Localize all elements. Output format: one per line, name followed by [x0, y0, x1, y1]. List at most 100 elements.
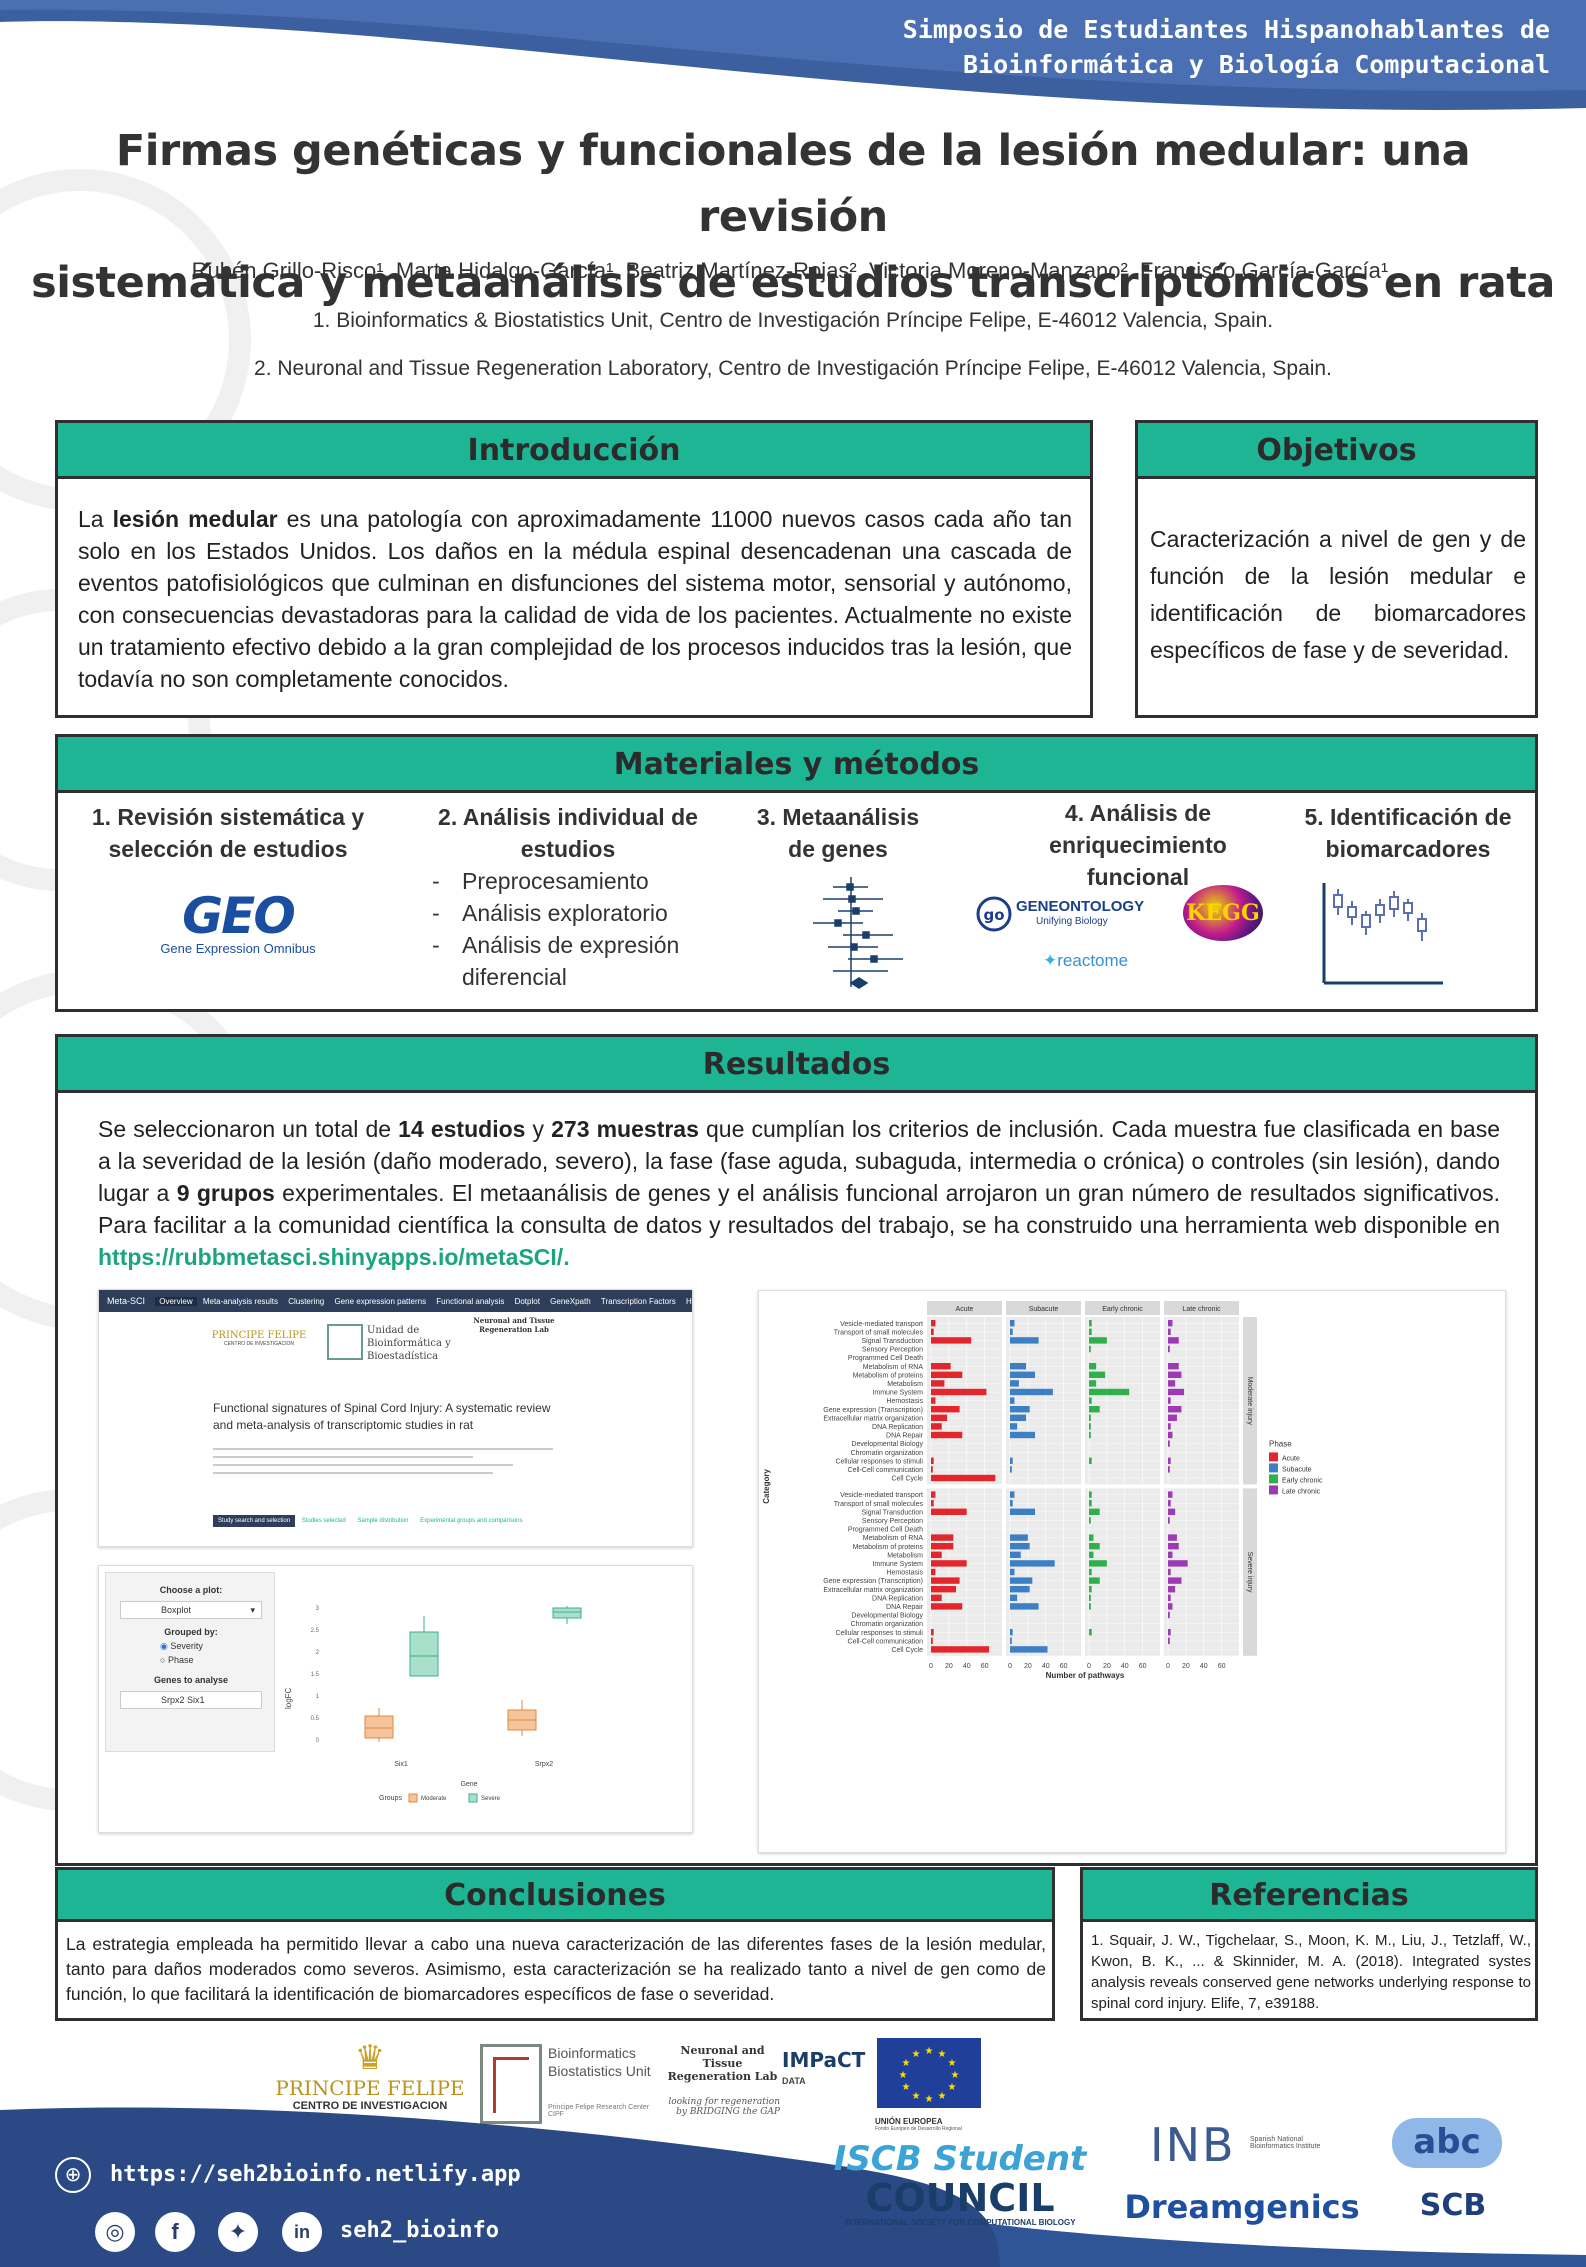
method-substep: Análisis de expresión diferencial [428, 929, 728, 993]
results-text-1: Se seleccionaron un total de [98, 1116, 399, 1142]
webapp-nav-item[interactable]: Overview [155, 1297, 197, 1306]
results-text: Se seleccionaron un total de 14 estudios… [98, 1113, 1500, 1273]
x-tick-label: 40 [963, 1663, 971, 1670]
bar [1089, 1380, 1097, 1387]
bar [1168, 1517, 1170, 1524]
conclusions-panel: Conclusiones La estrategia empleada ha p… [55, 1867, 1055, 2021]
bar [1168, 1423, 1171, 1430]
bar [1168, 1611, 1170, 1619]
webapp-nav-item[interactable]: Help [685, 1297, 692, 1306]
linkedin-icon[interactable]: in [282, 2212, 322, 2252]
boxplot-ytick: 1.5 [311, 1672, 320, 1678]
facet-label: Early chronic [1102, 1306, 1143, 1313]
bar [931, 1534, 954, 1541]
symposium-name: Simposio de Estudiantes Hispanohablantes… [790, 12, 1550, 82]
bar [931, 1603, 963, 1610]
webapp-nav-item[interactable]: Dotplot [514, 1297, 540, 1306]
bar [931, 1388, 987, 1396]
inb-logo: INB Spanish National Bioinformatics Inst… [1150, 2118, 1340, 2178]
webapp-tab[interactable]: Experimental groups and comparisons [420, 1518, 523, 1524]
bar [1010, 1500, 1013, 1507]
facet-row-label: Moderate injury [1246, 1377, 1253, 1426]
y-axis-label: Category [762, 1469, 771, 1504]
bar [931, 1431, 963, 1439]
bar [931, 1328, 934, 1335]
affiliation-2: 2. Neuronal and Tissue Regeneration Labo… [254, 357, 1332, 380]
impact-logo: IMPaCT DATA [782, 2048, 865, 2118]
cipf-logo-subtitle: CENTRO DE INVESTIGACION [292, 2100, 448, 2112]
svg-text:★: ★ [912, 2049, 921, 2060]
category-label: Metabolism of RNA [863, 1535, 924, 1542]
svg-text:★: ★ [925, 2046, 934, 2057]
webapp-nav-item[interactable]: Transcription Factors [600, 1297, 676, 1306]
instagram-icon[interactable]: ◎ [95, 2212, 135, 2252]
svg-text:★: ★ [948, 2082, 957, 2093]
webapp-nav-item[interactable]: Gene expression patterns [334, 1297, 427, 1306]
intro-text-pre: La [78, 506, 113, 532]
webapp-nav-item[interactable]: Meta-analysis results [202, 1297, 278, 1306]
category-label: Cell-Cell communication [848, 1638, 924, 1645]
geo-logo-text: GEO [182, 887, 296, 945]
gene-ontology-subtitle: Unifying Biology [1036, 916, 1108, 927]
bar [1010, 1603, 1039, 1610]
category-label: Developmental Biology [851, 1441, 923, 1448]
bar [1010, 1414, 1027, 1421]
category-label: Programmed Cell Death [848, 1527, 923, 1534]
svg-text:★: ★ [925, 2094, 934, 2105]
radio-phase[interactable]: ○ Phase [160, 1655, 193, 1665]
bar [1168, 1603, 1173, 1610]
methods-heading: Materiales y métodos [58, 737, 1535, 793]
webapp-nav-item[interactable]: Clustering [288, 1297, 325, 1306]
x-tick-label: 0 [929, 1663, 933, 1670]
radio-severity[interactable]: ◉ Severity [160, 1641, 203, 1652]
webapp-tab[interactable]: Studies selected [301, 1518, 346, 1524]
bar [931, 1568, 936, 1576]
bar [1010, 1457, 1013, 1464]
bar [1010, 1363, 1027, 1370]
social-handle[interactable]: seh2_bioinfo [340, 2218, 499, 2243]
svg-text:★: ★ [948, 2058, 957, 2069]
category-label: Metabolism [887, 1381, 923, 1388]
legend-label: Early chronic [1282, 1477, 1323, 1484]
bar [1168, 1345, 1170, 1353]
intro-panel: Introducción La lesión medular es una pa… [55, 420, 1093, 718]
bar [1089, 1363, 1097, 1370]
bar [1010, 1586, 1030, 1593]
webapp-tab[interactable]: Sample distribution [357, 1518, 409, 1524]
bar [1168, 1586, 1176, 1593]
boxplot-ytick: 1 [316, 1694, 320, 1700]
webapp-nav-item[interactable]: Functional analysis [436, 1297, 505, 1306]
boxplot-app-screenshot: Choose a plot: Boxplot▾ Grouped by: ◉ Se… [98, 1565, 693, 1833]
scb-logo: SCB Societat Catalana de Biologia [1398, 2188, 1508, 2248]
webapp-nav-item[interactable]: GeneXpath [550, 1297, 591, 1306]
intro-text: La lesión medular es una patología con a… [78, 503, 1072, 695]
web-tool-link[interactable]: https://rubbmetasci.shinyapps.io/metaSCI… [98, 1244, 570, 1270]
category-label: Vesicle-mediated transport [840, 1492, 923, 1499]
ntr-lab-logo: Neuronal and Tissue Regeneration Lab loo… [665, 2044, 780, 2134]
bar [1089, 1423, 1091, 1430]
bar [1168, 1406, 1182, 1413]
method-substep: Preprocesamiento [428, 865, 728, 897]
webapp-tab[interactable]: Study search and selection [213, 1515, 296, 1527]
bar [1089, 1586, 1092, 1593]
facebook-icon[interactable]: f [155, 2212, 195, 2252]
bar [1089, 1457, 1092, 1464]
intro-bold-term: lesión medular [112, 506, 278, 532]
bar [1168, 1466, 1170, 1473]
twitter-icon[interactable]: ✦ [218, 2212, 258, 2252]
website-link[interactable]: https://seh2bioinfo.netlify.app [110, 2162, 521, 2187]
eu-logo: ★★★★ ★★★★ ★★★★ UNIÓN EUROPEA Fondo Europ… [875, 2038, 985, 2143]
bar [1168, 1431, 1173, 1439]
bar [931, 1637, 933, 1644]
symposium-line-1: Simposio de Estudiantes Hispanohablantes… [902, 15, 1550, 44]
inb-logo-subtitle: Spanish National Bioinformatics Institut… [1250, 2136, 1321, 2150]
genes-input[interactable]: Srpx2 Six1 [120, 1691, 262, 1709]
category-label: Chromatin organization [851, 1450, 923, 1457]
bar [1168, 1363, 1179, 1370]
boxplot-ytick: 2 [316, 1650, 320, 1656]
plot-type-select[interactable]: Boxplot▾ [120, 1601, 262, 1619]
bar [1010, 1568, 1015, 1576]
category-label: Sensory Perception [862, 1347, 923, 1354]
bar [1168, 1637, 1170, 1644]
bar [1010, 1646, 1048, 1653]
